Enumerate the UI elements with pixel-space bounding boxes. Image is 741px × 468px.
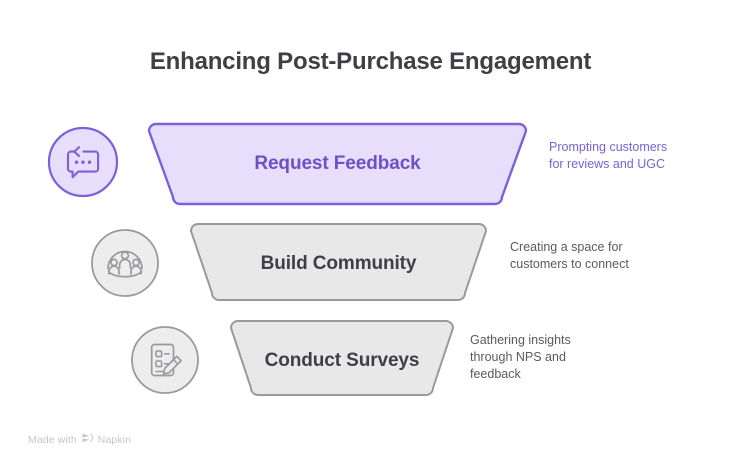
page-title: Enhancing Post-Purchase Engagement [149,48,592,75]
funnel-segment-shape[interactable] [140,122,535,206]
watermark-brand-label: Napkin [97,433,132,446]
napkin-watermark: Made with Napkin [28,432,131,447]
funnel-segment-description: Creating a space for customers to connec… [510,240,629,271]
watermark-made-with-label: Made with [28,433,77,446]
funnel-segment-shape[interactable] [182,222,495,306]
people-group-icon [89,227,161,299]
funnel-segment-description: Gathering insights through NPS and feedb… [470,333,571,381]
napkin-logo-icon [81,432,94,447]
checklist-pencil-icon [129,324,201,396]
funnel-segment-description: Prompting customers for reviews and UGC [549,140,668,171]
funnel-step-row: Build Community Creating a space for cus… [0,219,741,309]
funnel-segment-shape[interactable] [222,319,462,403]
funnel-step-row: Conduct Surveys Gathering insights throu… [0,314,741,404]
funnel-step-row: Request Feedback Prompting customers for… [0,122,741,212]
speech-bubble-reply-icon [47,126,119,198]
